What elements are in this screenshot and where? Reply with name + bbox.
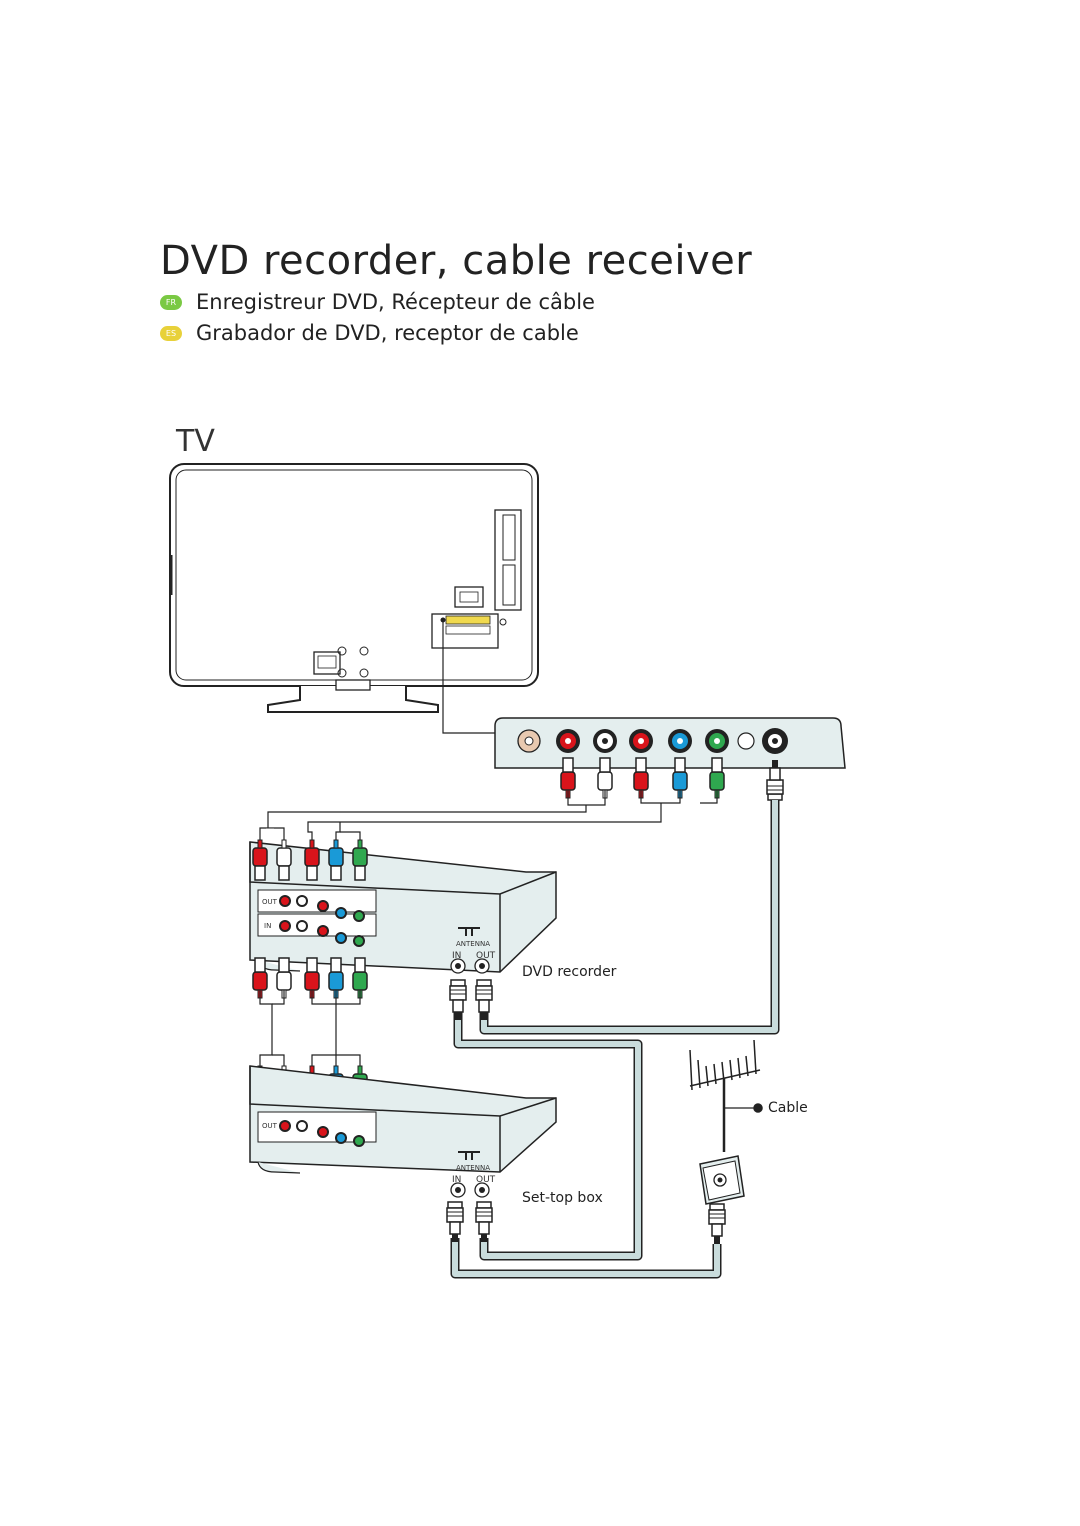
- av-cables-tv-to-dvd: [259, 790, 718, 840]
- stb-port-out-label: OUT: [262, 1122, 278, 1130]
- stb-antenna-out-label: OUT: [476, 1175, 496, 1185]
- lang-badge-es: ES: [160, 325, 182, 341]
- subtitle-es-text: Grabador de DVD, receptor de cable: [196, 321, 579, 345]
- dvd-antenna-out-label: OUT: [476, 951, 496, 961]
- dvd-antenna-label: ANTENNA: [456, 940, 490, 948]
- subtitle-fr: FR Enregistreur DVD, Récepteur de câble: [160, 290, 595, 314]
- dvd-port-out-label: OUT: [262, 898, 278, 906]
- subtitle-es: ES Grabador de DVD, receptor de cable: [160, 321, 579, 345]
- tv-label: TV: [176, 424, 215, 459]
- dvd-recorder-label: DVD recorder: [522, 964, 617, 980]
- cable-label: Cable: [768, 1100, 808, 1116]
- tv-callout-line: [442, 620, 495, 734]
- subtitle-fr-text: Enregistreur DVD, Récepteur de câble: [196, 290, 595, 314]
- antenna: [689, 1039, 763, 1152]
- settop-box-label: Set-top box: [522, 1190, 603, 1206]
- tv-input-panel: [494, 717, 846, 769]
- lang-badge-fr: FR: [160, 294, 182, 310]
- wall-outlet: [699, 1155, 745, 1205]
- tv-set: [169, 463, 539, 713]
- set-top-box: OUT ANTENNA IN OUT: [249, 1065, 557, 1198]
- stb-antenna-in-label: IN: [452, 1175, 461, 1185]
- dvd-antenna-in-label: IN: [452, 951, 461, 961]
- dvd-port-in-label: IN: [264, 922, 271, 930]
- page-title: DVD recorder, cable receiver: [160, 238, 753, 284]
- stb-antenna-label: ANTENNA: [456, 1164, 490, 1172]
- av-cables-dvd-to-stb: [259, 990, 361, 1068]
- dvd-recorder: OUT IN ANTENNA IN OUT: [249, 841, 557, 974]
